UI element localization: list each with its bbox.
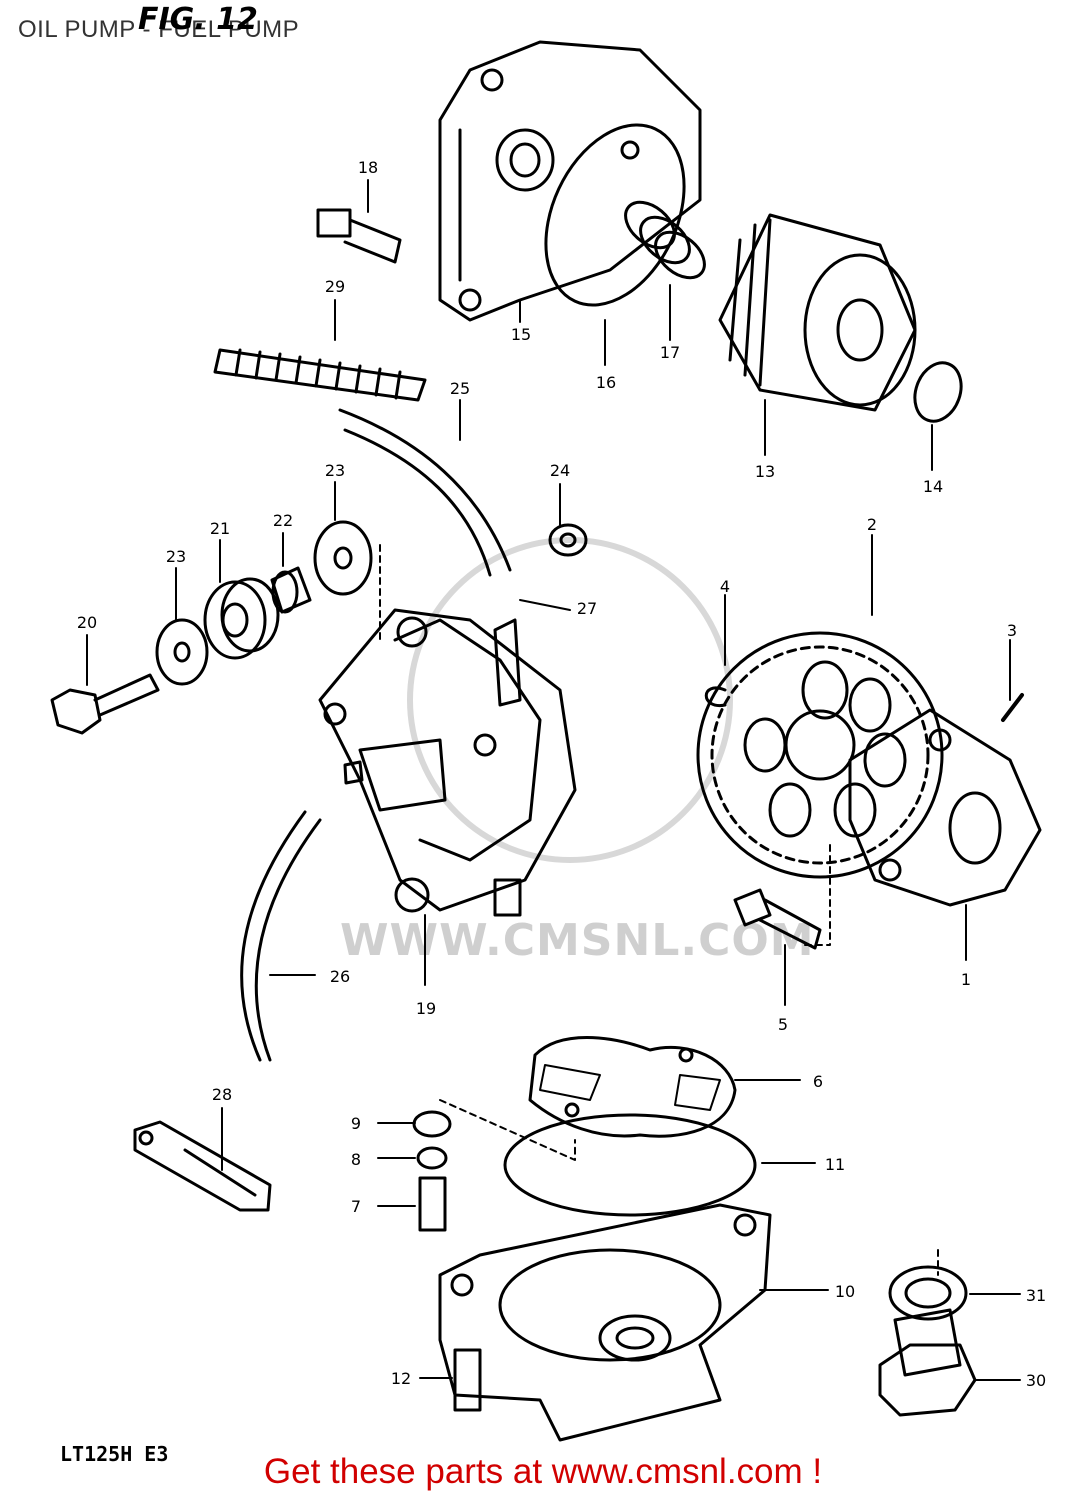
- callout-3: 3: [1007, 621, 1017, 640]
- part-23-washer-a: [313, 520, 373, 596]
- callout-6: 6: [813, 1072, 823, 1091]
- callout-9: 9: [351, 1114, 361, 1133]
- part-2-gear: [696, 631, 944, 879]
- callout-14: 14: [923, 477, 943, 496]
- part-3-pin: [1001, 693, 1024, 722]
- part-26-hose: [254, 818, 322, 1062]
- callout-23a: 23: [325, 461, 345, 480]
- part-18-bolt: [316, 208, 402, 264]
- part-15-filter-cap: [438, 40, 702, 322]
- part-8-washer: [416, 1146, 448, 1170]
- callout-28: 28: [212, 1085, 232, 1104]
- callout-16: 16: [596, 373, 616, 392]
- callout-8: 8: [351, 1150, 361, 1169]
- watermark-logo: [407, 537, 733, 863]
- callout-7: 7: [351, 1197, 361, 1216]
- part-13-oil-filter: [718, 213, 917, 412]
- part-19-fuel-pump: [318, 608, 577, 917]
- callout-4: 4: [720, 577, 730, 596]
- part-11-gasket: [503, 1113, 757, 1217]
- part-17-spring: [624, 200, 706, 280]
- part-10-cover: [438, 1203, 772, 1442]
- callout-24: 24: [550, 461, 570, 480]
- part-14-o-ring: [913, 361, 963, 423]
- callout-20: 20: [77, 613, 97, 632]
- callout-31: 31: [1026, 1286, 1046, 1305]
- callout-30: 30: [1026, 1371, 1046, 1390]
- leader-lines: [86, 179, 1021, 1381]
- part-28-bracket: [133, 1120, 272, 1212]
- callout-23b: 23: [166, 547, 186, 566]
- part-23-washer-b: [155, 618, 209, 686]
- part-1-pump-body: [848, 708, 1042, 907]
- part-20-bolt: [50, 673, 160, 735]
- callout-2: 2: [867, 515, 877, 534]
- callout-26: 26: [330, 967, 350, 986]
- part-30-drain-plug: [878, 1308, 977, 1417]
- callout-12: 12: [391, 1369, 411, 1388]
- callout-19: 19: [416, 999, 436, 1018]
- part-4-circlip: [704, 686, 727, 708]
- watermark-text: WWW.CMSNL.COM: [340, 915, 815, 966]
- part-21-grommet: [203, 577, 280, 660]
- callout-27: 27: [577, 599, 597, 618]
- part-25-hose: [338, 408, 512, 572]
- callout-29: 29: [325, 277, 345, 296]
- callout-15: 15: [511, 325, 531, 344]
- callout-10: 10: [835, 1282, 855, 1301]
- part-24-cap: [548, 523, 588, 557]
- part-6-strainer: [528, 1036, 737, 1138]
- callout-18: 18: [358, 158, 378, 177]
- part-7-bolt: [418, 1176, 447, 1232]
- callout-11: 11: [825, 1155, 845, 1174]
- cta-link[interactable]: Get these parts at www.cmsnl.com !: [263, 1452, 823, 1491]
- callout-1: 1: [961, 970, 971, 989]
- callout-13: 13: [755, 462, 775, 481]
- diagram-subtitle: OIL PUMP - FUEL PUMP: [18, 16, 300, 43]
- part-31-washer: [888, 1265, 968, 1321]
- figure-label: FIG. 12: [138, 2, 258, 37]
- part-5-bolt: [733, 888, 822, 950]
- part-9-washer: [412, 1110, 452, 1138]
- callout-5: 5: [778, 1015, 788, 1034]
- callout-22: 22: [273, 511, 293, 530]
- callout-17: 17: [660, 343, 680, 362]
- model-code: LT125H E3: [60, 1442, 169, 1466]
- callout-labels: 1 2 3 4 5 6 7 8 9 10 11 12 13 14 15 16 1…: [77, 158, 1046, 1390]
- callout-21: 21: [210, 519, 230, 538]
- part-29-spring-hose: [213, 348, 427, 402]
- callout-25: 25: [450, 379, 470, 398]
- part-12-bolt: [453, 1348, 482, 1412]
